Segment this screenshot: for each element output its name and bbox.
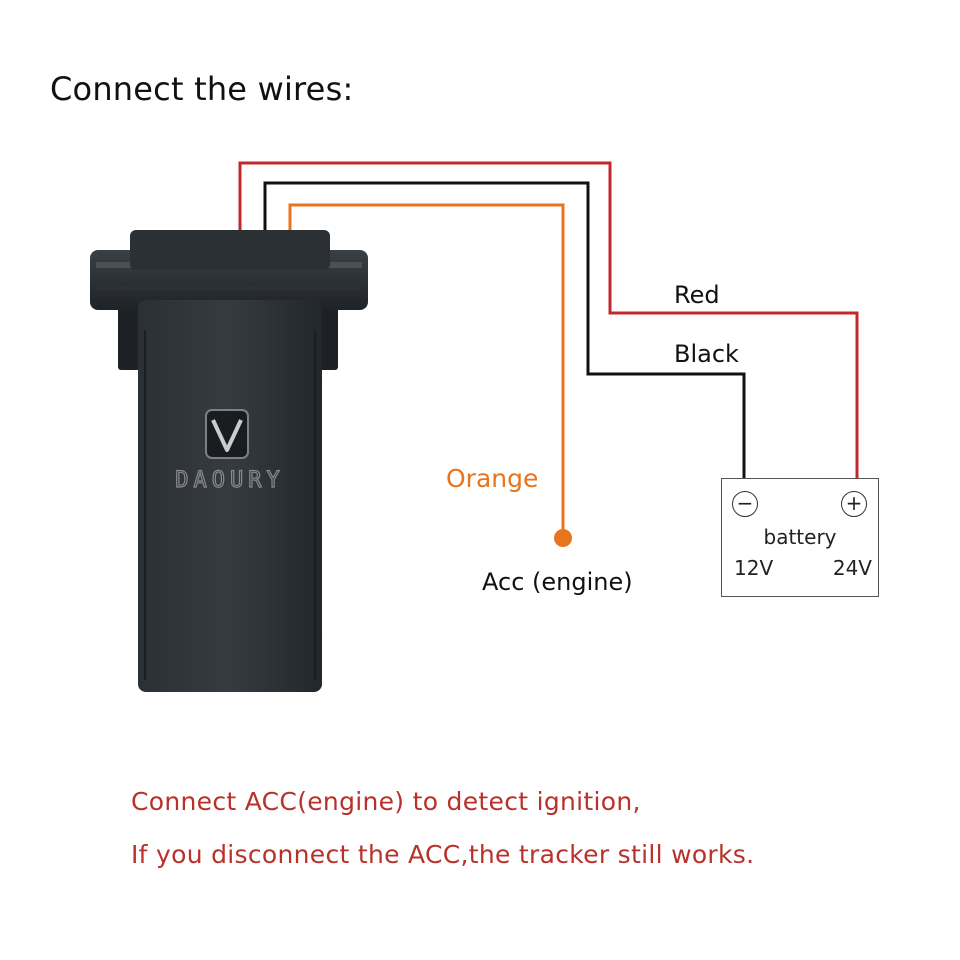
plus-terminal-icon: + [841, 491, 867, 517]
acc-label: Acc (engine) [482, 568, 633, 596]
red-wire [238, 161, 859, 478]
black-wire-label: Black [674, 340, 739, 368]
battery-label: battery [763, 525, 837, 549]
page-title: Connect the wires: [50, 70, 354, 108]
logo-icon [205, 409, 249, 459]
red-wire-label: Red [674, 281, 720, 309]
tracker-device: DAOURY [90, 230, 368, 692]
battery-24v-label: 24V [832, 556, 872, 580]
battery-12v-label: 12V [734, 556, 774, 580]
orange-wire-label: Orange [446, 464, 539, 493]
minus-terminal-icon: − [732, 491, 758, 517]
acc-dot [554, 529, 572, 547]
note-line-1: Connect ACC(engine) to detect ignition, [131, 787, 641, 816]
brand-text: DAOURY [175, 468, 284, 493]
orange-wire [288, 203, 565, 538]
black-wire [263, 181, 746, 478]
battery-box: − + battery 12V 24V [721, 478, 879, 597]
note-line-2: If you disconnect the ACC,the tracker st… [131, 840, 755, 869]
